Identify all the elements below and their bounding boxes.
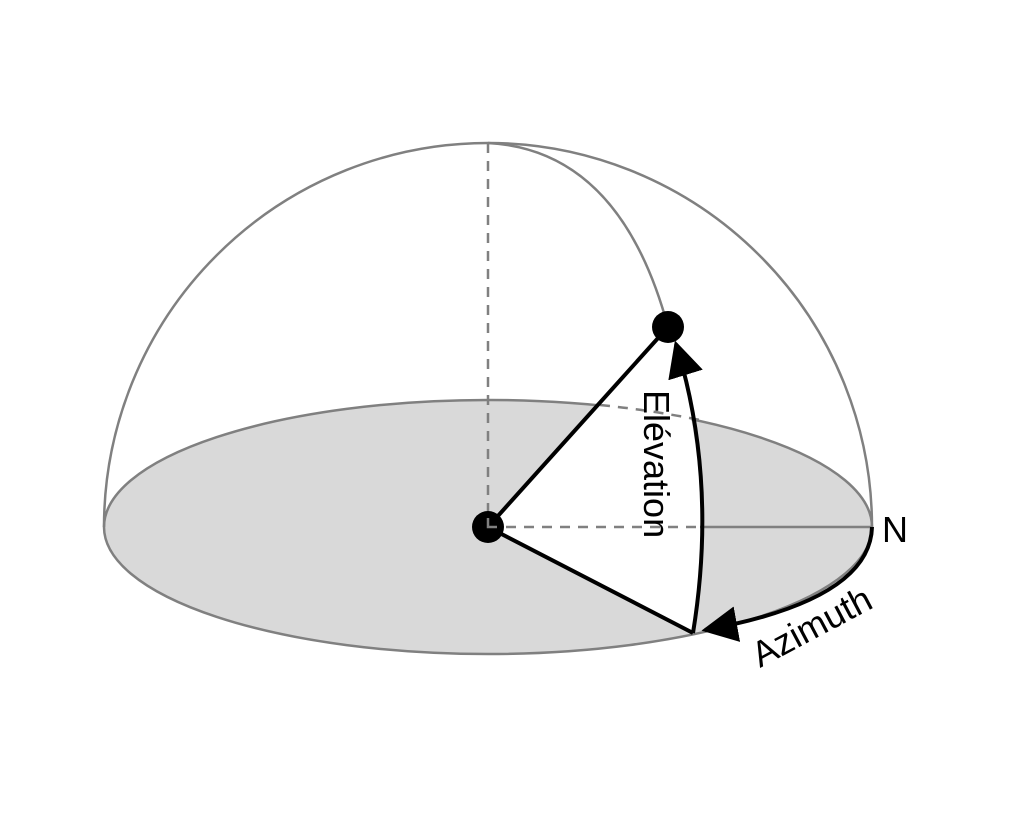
hidden-horizon-edge <box>599 403 701 422</box>
meridian-arc <box>487 141 670 328</box>
star-vector <box>486 325 670 529</box>
elevation-label: Elévation <box>636 390 677 538</box>
elevation-wedge <box>488 327 702 633</box>
star-point <box>652 311 684 343</box>
elevation-arc <box>668 340 705 634</box>
right-angle-mark <box>486 518 497 529</box>
north-label: N <box>882 509 908 550</box>
azimuth-arc <box>701 526 874 642</box>
azimuth-projection <box>487 525 694 635</box>
